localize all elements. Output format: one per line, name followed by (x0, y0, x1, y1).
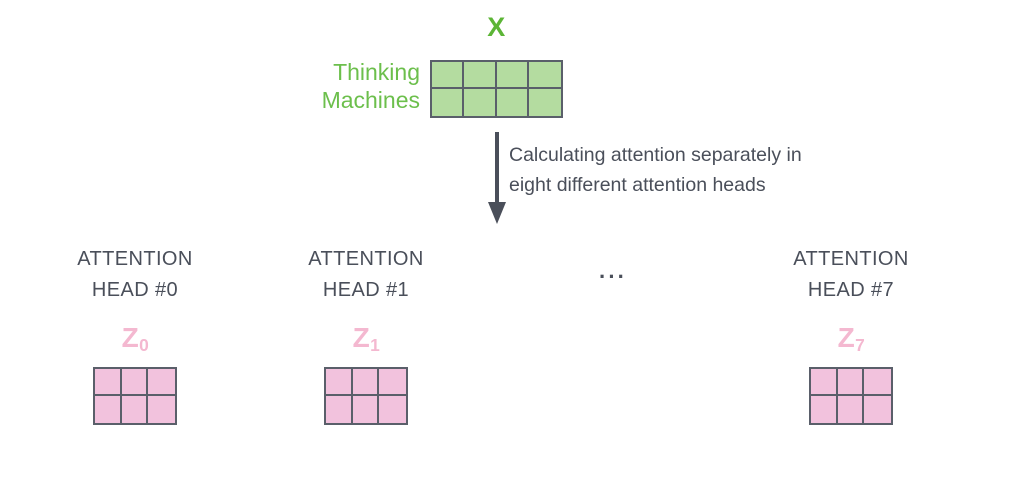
output-matrix-label-0: Z0 (20, 322, 250, 355)
output-matrix-z0 (93, 367, 177, 425)
matrix-cell (95, 369, 122, 396)
attention-head-title-line-0: ATTENTION (77, 248, 193, 270)
input-matrix-label: X (487, 12, 506, 42)
matrix-cell (352, 396, 380, 423)
matrix-cell (148, 369, 175, 396)
input-token-labels: Thinking Machines (260, 58, 420, 114)
transition-caption-line-1: eight different attention heads (509, 174, 766, 196)
matrix-cell (837, 369, 865, 396)
attention-head-title-0: ATTENTION HEAD #0 (20, 244, 250, 306)
output-matrix-label-base-0: Z (121, 322, 139, 353)
matrix-cell (148, 396, 175, 423)
output-matrix-label-base-7: Z (837, 322, 855, 353)
matrix-cell (811, 369, 838, 396)
matrix-cell (528, 89, 561, 116)
output-matrix-label-1: Z1 (251, 322, 481, 355)
matrix-cell (432, 62, 465, 89)
input-token-label-1: Machines (321, 87, 420, 113)
attention-head-title-line-0: ATTENTION (793, 248, 909, 270)
ellipsis-separator: ··· (599, 264, 627, 289)
output-matrix-label-subscript-7: 7 (855, 334, 865, 355)
matrix-cell (864, 369, 891, 396)
input-matrix-x (430, 60, 563, 118)
output-matrix-label-7: Z7 (736, 322, 966, 355)
attention-head-title-line-0: ATTENTION (308, 248, 424, 270)
transition-caption: Calculating attention separately in eigh… (509, 140, 909, 200)
attention-head-title-7: ATTENTION HEAD #7 (736, 244, 966, 306)
matrix-cell (496, 62, 529, 89)
output-matrix-label-subscript-0: 0 (139, 334, 149, 355)
matrix-cell (496, 89, 529, 116)
matrix-cell (811, 396, 838, 423)
output-matrix-z7 (809, 367, 893, 425)
attention-head-column-7: ATTENTION HEAD #7 Z7 (736, 244, 966, 355)
attention-head-column-0: ATTENTION HEAD #0 Z0 (20, 244, 250, 355)
matrix-cell (326, 396, 353, 423)
attention-head-title-1: ATTENTION HEAD #1 (251, 244, 481, 306)
matrix-cell (95, 396, 122, 423)
matrix-cell (528, 62, 561, 89)
output-matrix-label-base-1: Z (352, 322, 370, 353)
attention-head-title-line-1: HEAD #1 (322, 279, 410, 301)
input-token-label-0: Thinking (333, 59, 420, 85)
output-matrix-label-subscript-1: 1 (370, 334, 380, 355)
matrix-cell (864, 396, 891, 423)
matrix-cell (464, 62, 497, 89)
matrix-cell (121, 369, 149, 396)
attention-head-title-line-1: HEAD #0 (91, 279, 179, 301)
output-matrix-z1 (324, 367, 408, 425)
matrix-cell (121, 396, 149, 423)
down-arrow-icon (488, 132, 506, 224)
matrix-cell (326, 369, 353, 396)
attention-head-title-line-1: HEAD #7 (807, 279, 895, 301)
matrix-cell (352, 369, 380, 396)
matrix-cell (432, 89, 465, 116)
matrix-cell (379, 396, 406, 423)
transition-caption-line-0: Calculating attention separately in (509, 144, 802, 166)
attention-head-column-1: ATTENTION HEAD #1 Z1 (251, 244, 481, 355)
matrix-cell (837, 396, 865, 423)
matrix-cell (464, 89, 497, 116)
matrix-cell (379, 369, 406, 396)
